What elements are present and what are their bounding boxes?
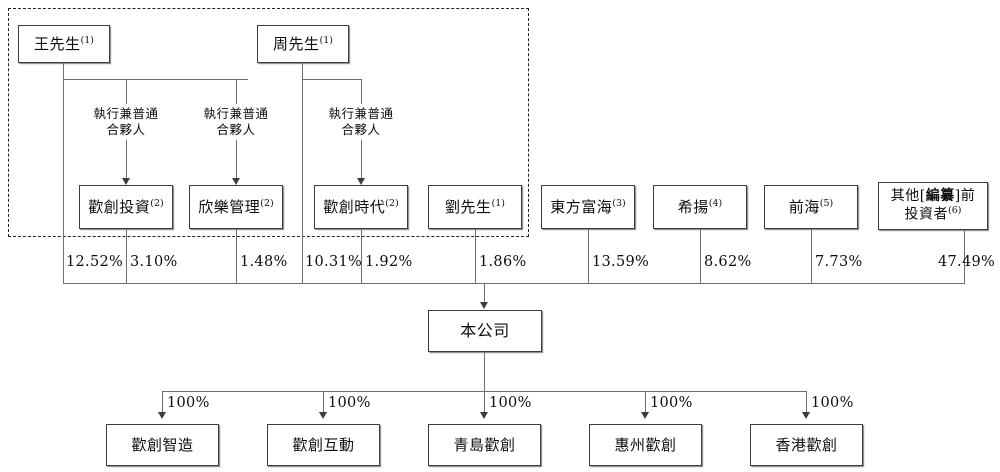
zhou-branch-1-arrowhead <box>357 178 365 185</box>
node-xiyang-label: 希揚(4) <box>677 197 723 216</box>
company-feed-arrowhead <box>480 302 488 309</box>
arrowhead-huizhou-huanchuang <box>641 412 649 419</box>
arrowhead-qingdao-huanchuang <box>480 412 488 419</box>
percent-dongfang-fuhai: 13.59% <box>592 254 650 270</box>
drop-huanchuang-hudong <box>323 391 325 414</box>
node-other-pre-ipo-investors[interactable]: 其他[編纂]前投資者(6) <box>878 182 988 230</box>
node-liu[interactable]: 劉先生(1) <box>428 185 522 229</box>
wang-branch-2-arrowhead <box>232 178 240 185</box>
drop-xinle-management <box>236 229 238 284</box>
percent-huizhou-huanchuang: 100% <box>650 395 693 411</box>
connector-label-gp1-line2: 合夥人 <box>106 121 146 137</box>
drop-huanchuang-zhizao <box>162 391 164 414</box>
node-wang[interactable]: 王先生(1) <box>18 25 110 63</box>
percent-zhou-direct: 10.31% <box>305 254 363 270</box>
node-wang-label: 王先生(1) <box>34 34 94 53</box>
node-zhou[interactable]: 周先生(1) <box>257 25 349 63</box>
dashed-grouping-box <box>8 8 529 237</box>
zhou-branch-1-lower <box>361 140 363 180</box>
node-huanchuang-investment-label: 歡創投資(2) <box>88 197 164 216</box>
arrowhead-huanchuang-hudong <box>319 412 327 419</box>
percent-huanchuang-hudong: 100% <box>328 395 371 411</box>
node-huanchuang-times[interactable]: 歡創時代(2) <box>314 185 408 229</box>
node-dongfang-fuhai-label: 東方富海(3) <box>550 197 626 216</box>
node-huanchuang-hudong[interactable]: 歡創互動 <box>267 424 380 466</box>
percent-xinle-management: 1.48% <box>240 254 288 270</box>
drop-hongkong-huanchuang <box>806 391 808 414</box>
company-feed-line <box>484 283 486 304</box>
wang-direct-drop <box>63 79 65 284</box>
node-other-pre-ipo-investors-label: 其他[編纂]前投資者(6) <box>890 188 976 223</box>
node-huanchuang-investment[interactable]: 歡創投資(2) <box>79 185 173 229</box>
wang-branch-1-lower <box>126 140 128 180</box>
percent-qianhai: 7.73% <box>815 254 863 270</box>
connector-label-gp2-line1: 執行兼普通 <box>203 106 269 121</box>
node-the-company[interactable]: 本公司 <box>428 310 542 352</box>
connector-label-gp2-line2: 合夥人 <box>216 121 256 137</box>
wang-bus <box>63 79 248 81</box>
zhou-direct-drop <box>302 79 304 284</box>
node-zhou-label: 周先生(1) <box>273 34 333 53</box>
percent-other-pre-ipo-investors: 47.49% <box>938 254 996 270</box>
node-huanchuang-hudong-label: 歡創互動 <box>292 435 355 454</box>
node-xinle-management[interactable]: 欣樂管理(2) <box>189 185 283 229</box>
drop-dongfang-fuhai <box>588 229 590 284</box>
percent-xiyang: 8.62% <box>704 254 752 270</box>
wang-branch-2-lower <box>236 140 238 180</box>
percent-liu: 1.86% <box>479 254 527 270</box>
wang-branch-1-arrowhead <box>122 178 130 185</box>
drop-huanchuang-investment <box>126 229 128 284</box>
percent-huanchuang-zhizao: 100% <box>167 395 210 411</box>
arrowhead-huanchuang-zhizao <box>158 412 166 419</box>
arrowhead-hongkong-huanchuang <box>802 412 810 419</box>
percent-wang-direct: 12.52% <box>66 254 124 270</box>
node-qianhai[interactable]: 前海(5) <box>764 185 858 229</box>
percent-hongkong-huanchuang: 100% <box>811 395 854 411</box>
node-the-company-label: 本公司 <box>460 321 510 341</box>
node-hongkong-huanchuang-label: 香港歡創 <box>775 435 838 454</box>
node-xiyang[interactable]: 希揚(4) <box>653 185 747 229</box>
wang-branch-2-upper <box>236 79 238 104</box>
drop-huanchuang-times <box>361 229 363 284</box>
wang-stem <box>63 63 65 80</box>
node-huizhou-huanchuang[interactable]: 惠州歡創 <box>589 424 702 466</box>
wang-branch-1-upper <box>126 79 128 104</box>
node-liu-label: 劉先生(1) <box>445 197 505 216</box>
node-huanchuang-times-label: 歡創時代(2) <box>323 197 399 216</box>
connector-label-gp1: 執行兼普通 合夥人 <box>76 106 176 137</box>
drop-other-pre-ipo-investors <box>964 230 966 284</box>
node-dongfang-fuhai[interactable]: 東方富海(3) <box>541 185 635 229</box>
drop-huizhou-huanchuang <box>645 391 647 414</box>
percent-qingdao-huanchuang: 100% <box>489 395 532 411</box>
connector-label-gp3-line2: 合夥人 <box>341 121 381 137</box>
node-huanchuang-zhizao[interactable]: 歡創智造 <box>106 424 219 466</box>
drop-qingdao-huanchuang <box>484 391 486 414</box>
zhou-bus <box>302 79 362 81</box>
node-xinle-management-label: 欣樂管理(2) <box>198 197 274 216</box>
percent-huanchuang-investment: 3.10% <box>130 254 178 270</box>
connector-label-gp3: 執行兼普通 合夥人 <box>311 106 411 137</box>
drop-liu <box>475 229 477 284</box>
node-qingdao-huanchuang-label: 青島歡創 <box>453 435 516 454</box>
node-qianhai-label: 前海(5) <box>788 197 834 216</box>
zhou-stem <box>302 63 304 80</box>
node-qingdao-huanchuang[interactable]: 青島歡創 <box>428 424 541 466</box>
collector-bar <box>63 283 965 285</box>
drop-xiyang <box>700 229 702 284</box>
node-huizhou-huanchuang-label: 惠州歡創 <box>614 435 677 454</box>
node-huanchuang-zhizao-label: 歡創智造 <box>131 435 194 454</box>
zhou-branch-1-upper <box>361 79 363 104</box>
company-stem <box>484 352 486 392</box>
drop-qianhai <box>811 229 813 284</box>
connector-label-gp3-line1: 執行兼普通 <box>328 106 394 121</box>
connector-label-gp2: 執行兼普通 合夥人 <box>186 106 286 137</box>
connector-label-gp1-line1: 執行兼普通 <box>93 106 159 121</box>
node-hongkong-huanchuang[interactable]: 香港歡創 <box>750 424 863 466</box>
percent-huanchuang-times: 1.92% <box>365 254 413 270</box>
